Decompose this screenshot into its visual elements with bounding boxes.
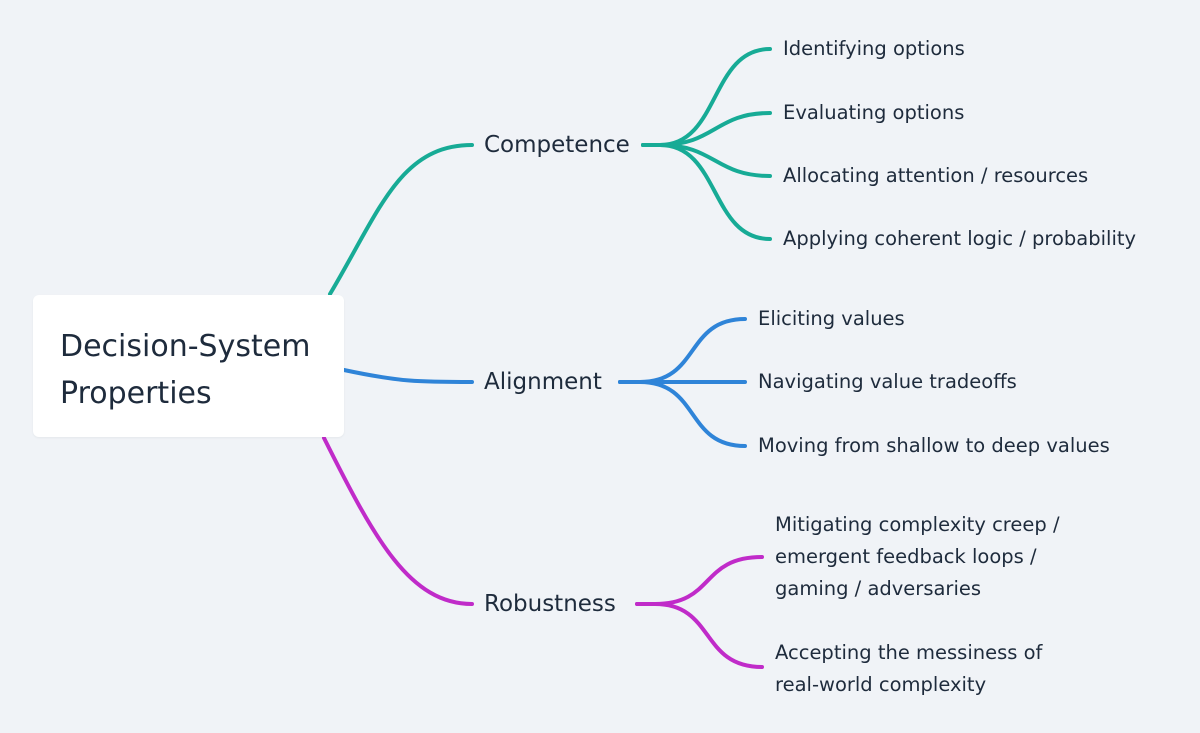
leaf-line: Accepting the messiness of: [775, 641, 1043, 664]
leaf-line: Allocating attention / resources: [783, 164, 1089, 187]
leaf-line: Eliciting values: [758, 307, 905, 330]
connector-competence-leaf-3: [641, 143, 772, 178]
leaf-allocating-attention[interactable]: Allocating attention / resources: [783, 160, 1088, 192]
leaf-line: gaming / adversaries: [775, 577, 982, 600]
connector-alignment-leaf-3: [618, 380, 747, 448]
leaf-shallow-to-deep[interactable]: Moving from shallow to deep values: [758, 430, 1110, 462]
leaf-line: real-world complexity: [775, 673, 987, 696]
connector-root-alignment: [342, 368, 474, 384]
leaf-identifying-options[interactable]: Identifying options: [783, 33, 965, 65]
leaf-evaluating-options[interactable]: Evaluating options: [783, 97, 964, 129]
branch-competence[interactable]: Competence: [484, 132, 630, 158]
connector-competence-leaf-2: [641, 111, 772, 147]
leaf-navigating-tradeoffs[interactable]: Navigating value tradeoffs: [758, 366, 1017, 398]
root-title-line-1: Decision-System: [60, 329, 311, 364]
leaf-line: Applying coherent logic / probability: [783, 227, 1137, 250]
connector-robustness-leaf-2: [635, 602, 764, 669]
connector-alignment-leaf-1: [618, 317, 747, 384]
leaf-accepting-messiness[interactable]: Accepting the messiness of real-world co…: [775, 637, 1042, 701]
branch-robustness[interactable]: Robustness: [484, 591, 616, 617]
leaf-line: Evaluating options: [783, 101, 965, 124]
branch-alignment[interactable]: Alignment: [484, 369, 602, 395]
leaf-line: Moving from shallow to deep values: [758, 434, 1110, 457]
connector-root-competence: [328, 143, 474, 296]
leaf-line: emergent feedback loops /: [775, 545, 1037, 568]
root-node[interactable]: Decision-System Properties: [33, 295, 344, 437]
leaf-line: Mitigating complexity creep /: [775, 513, 1060, 536]
connector-competence-leaf-1: [641, 47, 772, 147]
connector-robustness-leaf-1: [635, 555, 764, 606]
leaf-line: Identifying options: [783, 37, 965, 60]
leaf-mitigating-complexity[interactable]: Mitigating complexity creep / emergent f…: [775, 509, 1060, 605]
leaf-applying-coherent-logic[interactable]: Applying coherent logic / probability: [783, 223, 1136, 255]
connector-root-robustness: [322, 436, 474, 606]
connector-competence-leaf-4: [641, 143, 772, 241]
leaf-line: Navigating value tradeoffs: [758, 370, 1017, 393]
leaf-eliciting-values[interactable]: Eliciting values: [758, 303, 905, 335]
root-title-line-2: Properties: [60, 376, 212, 411]
